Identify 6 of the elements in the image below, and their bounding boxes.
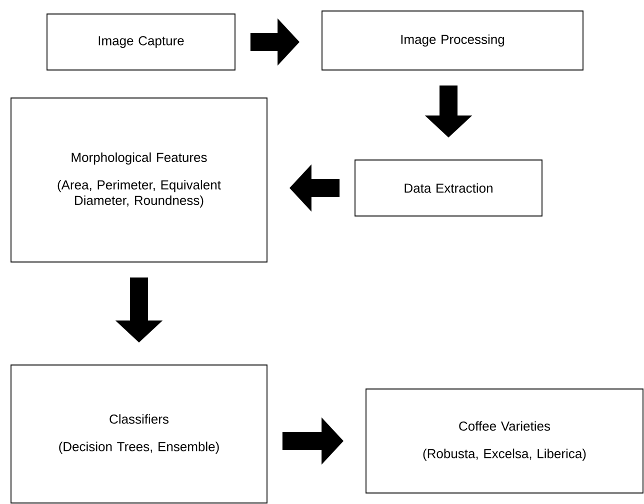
process-box: Coffee Varieties (Robusta, Excelsa, Liberica) xyxy=(366,388,644,494)
process-box: Data Extraction xyxy=(354,160,542,216)
process-box: Morphological Features (Area, Perimeter, Equivalent Diameter, Roundness) xyxy=(10,98,268,262)
process-box: Classifiers (Decision Trees, Ensemble) xyxy=(10,364,268,504)
process-box: Image Processing xyxy=(322,10,584,70)
process-box: Image Capture xyxy=(46,14,236,70)
